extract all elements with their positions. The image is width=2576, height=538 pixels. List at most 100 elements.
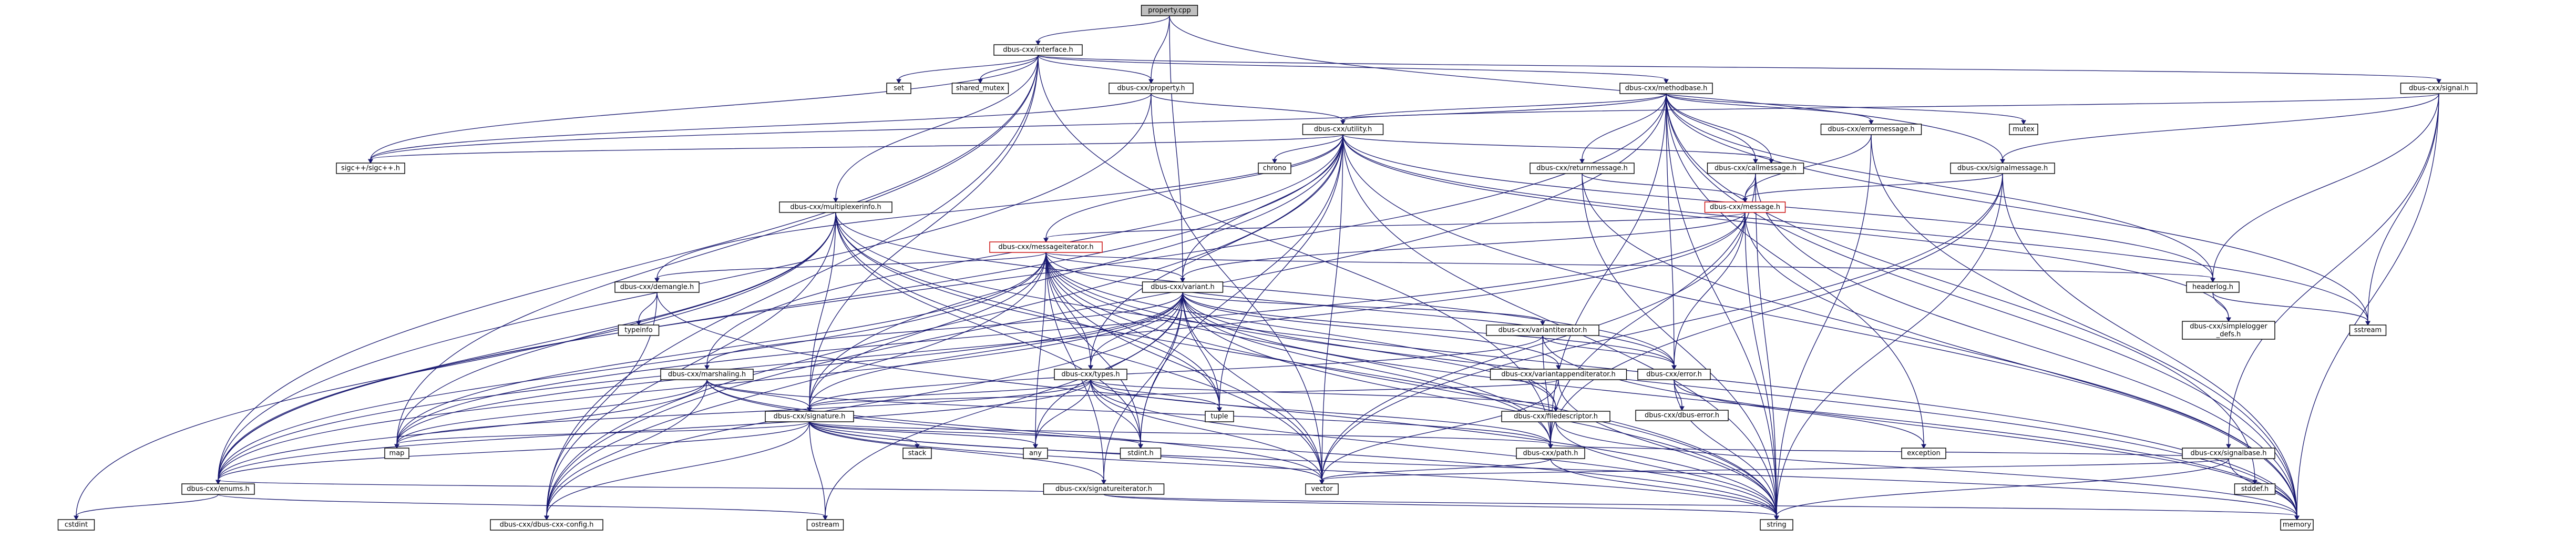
node-message-h[interactable]: dbus-cxx/message.h: [1704, 201, 1786, 213]
node-returnmessage-h[interactable]: dbus-cxx/returnmessage.h: [1530, 163, 1635, 174]
node-variantappend[interactable]: dbus-cxx/variantappenditerator.h: [1490, 369, 1627, 380]
edge-line: [1342, 93, 1667, 121]
edge-message-h-to-memory: [1744, 212, 2300, 521]
node-methodbase-h[interactable]: dbus-cxx/methodbase.h: [1619, 83, 1713, 94]
node-label: tuple: [1210, 413, 1228, 421]
node-box: [1635, 410, 1729, 421]
node-simplelogger[interactable]: dbus-cxx/simplelogger_defs.h: [2182, 321, 2275, 340]
edge-line: [1182, 292, 1559, 366]
node-exception[interactable]: exception: [1901, 448, 1946, 459]
node-mutex[interactable]: mutex: [2009, 124, 2038, 135]
edge-utility-h-to-functional: [1342, 134, 1774, 164]
node-signalmessage-h[interactable]: dbus-cxx/signalmessage.h: [1950, 163, 2055, 174]
node-label: dbus-cxx/enums.h: [187, 485, 249, 493]
node-any[interactable]: any: [1023, 448, 1048, 459]
node-shared-mutex[interactable]: shared_mutex: [951, 83, 1009, 94]
node-sstream[interactable]: sstream: [2349, 324, 2387, 336]
node-stddef-h[interactable]: stddef.h: [2234, 483, 2276, 495]
node-box: [886, 83, 911, 94]
node-box: [1141, 5, 1198, 16]
edge-line: [1321, 458, 2229, 481]
node-box: [57, 519, 95, 531]
node-dbuserror-h[interactable]: dbus-cxx/dbus-error.h: [1635, 410, 1729, 421]
node-cstdint[interactable]: cstdint: [57, 519, 95, 531]
node-stdint-h[interactable]: stdint.h: [1120, 448, 1162, 459]
node-label: stack: [908, 450, 927, 458]
edge-signatureiterator-h-to-memory: [1103, 494, 2300, 521]
node-error-h[interactable]: dbus-cxx/error.h: [1637, 369, 1711, 380]
node-chrono[interactable]: chrono: [1258, 163, 1291, 174]
node-label: dbus-cxx/error.h: [1646, 371, 1702, 379]
node-marshaling-h[interactable]: dbus-cxx/marshaling.h: [660, 369, 754, 380]
node-set[interactable]: set: [886, 83, 911, 94]
node-string[interactable]: string: [1760, 519, 1793, 531]
node-vector[interactable]: vector: [1305, 483, 1339, 495]
edge-line: [706, 379, 1777, 516]
edge-returnmessage-h-to-string: [1582, 173, 1779, 521]
edge-line: [76, 212, 836, 516]
edge-line: [1666, 93, 1777, 516]
node-demangle-h[interactable]: dbus-cxx/demangle.h: [614, 281, 700, 293]
node-sigc[interactable]: sigc++/sigc++.h: [336, 163, 405, 174]
arrowhead: [1101, 480, 1106, 485]
edge-line: [1151, 15, 1170, 80]
edge-line: [1151, 93, 1343, 121]
node-callmessage-h[interactable]: dbus-cxx/callmessage.h: [1707, 163, 1804, 174]
node-ostream[interactable]: ostream: [806, 519, 844, 531]
edge-line: [1090, 292, 1183, 366]
arrowhead: [215, 480, 221, 485]
node-typeinfo[interactable]: typeinfo: [618, 324, 660, 336]
node-signalbase-h[interactable]: dbus-cxx/signalbase.h: [2182, 448, 2275, 459]
node-map[interactable]: map: [384, 448, 409, 459]
edge-signature-h-to-ostream: [809, 421, 828, 521]
node-types-h[interactable]: dbus-cxx/types.h: [1054, 369, 1127, 380]
edge-line: [2367, 93, 2439, 322]
edge-enums-h-to-cstdint: [74, 494, 219, 521]
node-headerlog-h[interactable]: headerlog.h: [2186, 281, 2240, 293]
edge-line: [370, 55, 1039, 160]
edge-line: [809, 379, 1559, 408]
node-label: typeinfo: [624, 327, 652, 334]
edge-signal-h-to-utility-h: [1340, 93, 2439, 125]
node-utility-h[interactable]: dbus-cxx/utility.h: [1302, 124, 1384, 135]
arrowhead: [704, 365, 710, 370]
edge-line: [835, 212, 1777, 516]
node-variantiterator-h[interactable]: dbus-cxx/variantiterator.h: [1486, 324, 1599, 336]
edge-property-cpp-to-interface-h: [1035, 15, 1170, 46]
edge-line: [1558, 379, 1777, 516]
edge-error-h-to-exception: [1674, 379, 1926, 449]
edge-types-h-to-vector: [1090, 379, 1325, 485]
node-stack[interactable]: stack: [902, 448, 932, 459]
node-box: [1302, 124, 1384, 135]
edge-line: [1666, 93, 2255, 481]
node-box: [806, 519, 844, 531]
node-errormessage-h[interactable]: dbus-cxx/errormessage.h: [1820, 124, 1922, 135]
node-config-h[interactable]: dbus-cxx/dbus-cxx-config.h: [490, 519, 603, 531]
node-signal-h[interactable]: dbus-cxx/signal.h: [2400, 83, 2478, 94]
edge-line: [809, 421, 1551, 445]
node-messageiterator-h[interactable]: dbus-cxx/messageiterator.h: [989, 241, 1103, 253]
node-memory[interactable]: memory: [2280, 519, 2314, 531]
edge-line: [218, 212, 836, 481]
node-signature-h[interactable]: dbus-cxx/signature.h: [765, 411, 854, 422]
arrowhead: [368, 159, 373, 164]
edge-line: [1140, 292, 1183, 445]
node-box: [765, 411, 854, 422]
node-label: headerlog.h: [2192, 283, 2233, 291]
node-label: map: [389, 450, 405, 458]
node-box: [2400, 83, 2478, 94]
arrowhead: [2365, 321, 2370, 326]
node-multiplexerinfo[interactable]: dbus-cxx/multiplexerinfo.h: [779, 201, 892, 213]
node-box: [1501, 411, 1610, 422]
node-tuple[interactable]: tuple: [1205, 411, 1234, 422]
edge-methodbase-h-to-utility-h: [1340, 93, 1667, 125]
node-signatureiterator-h[interactable]: dbus-cxx/signatureiterator.h: [1043, 483, 1165, 495]
node-interface-h[interactable]: dbus-cxx/interface.h: [993, 44, 1083, 56]
node-filedescriptor-h[interactable]: dbus-cxx/filedescriptor.h: [1501, 411, 1610, 422]
node-property-h[interactable]: dbus-cxx/property.h: [1109, 83, 1194, 94]
node-enums-h[interactable]: dbus-cxx/enums.h: [181, 483, 255, 495]
node-label: dbus-cxx/signatureiterator.h: [1055, 485, 1152, 493]
node-variant-h[interactable]: dbus-cxx/variant.h: [1142, 281, 1224, 293]
node-path-h[interactable]: dbus-cxx/path.h: [1516, 448, 1585, 459]
node-property-cpp[interactable]: property.cpp: [1141, 5, 1198, 16]
